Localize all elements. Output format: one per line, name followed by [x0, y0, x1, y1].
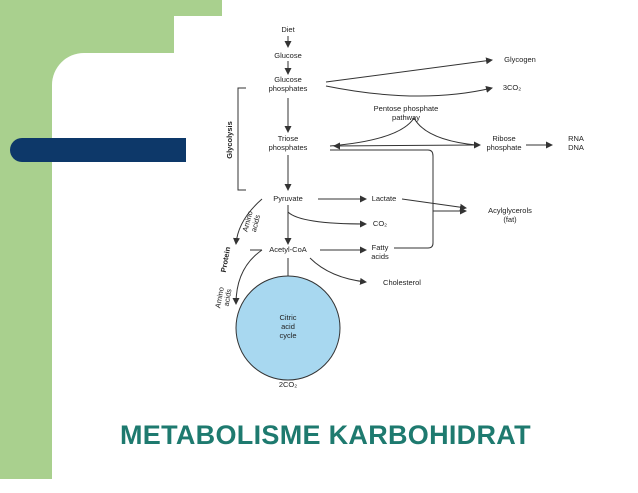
label-fatty-2: acids: [371, 252, 389, 261]
arrow-to-3co2: [325, 85, 493, 97]
glycolysis-bracket: [237, 87, 246, 191]
label-amino-acids-bottom-2: acids: [222, 288, 234, 307]
label-cycle: cycle: [279, 331, 296, 340]
label-acid: acid: [281, 322, 295, 331]
page-title: METABOLISME KARBOHIDRAT: [120, 420, 531, 450]
label-triose-2: phosphates: [269, 143, 308, 152]
label-2co2: 2CO₂: [279, 380, 297, 389]
label-citric: Citric: [279, 313, 296, 322]
label-acylglycerols-2: (fat): [503, 215, 517, 224]
white-panel-top: [174, 16, 638, 76]
label-pentose-1: Pentose phosphate: [374, 104, 439, 113]
label-glucose-phosphates-1: Glucose: [274, 75, 302, 84]
arrow-lactate-acylglycerols: [401, 198, 467, 211]
label-protein: Protein: [219, 246, 232, 273]
citric-acid-cycle-circle: [235, 275, 341, 381]
label-fatty-1: Fatty: [372, 243, 389, 252]
label-glucose: Glucose: [274, 51, 302, 60]
label-diet: Diet: [281, 25, 295, 34]
arrow-to-triose: [333, 142, 477, 150]
label-co2: CO₂: [373, 219, 387, 228]
arrow-to-co2: [287, 211, 367, 228]
pentose-pathway-curve: [329, 117, 477, 147]
label-rna: RNA: [568, 134, 584, 143]
label-acylglycerols-1: Acylglycerols: [488, 206, 532, 215]
label-dna: DNA: [568, 143, 584, 152]
label-cholesterol: Cholesterol: [383, 278, 421, 287]
label-amino-acids-bottom-1: Amino: [213, 286, 226, 309]
navy-accent-bar: [10, 138, 186, 162]
label-ribose-2: phosphate: [486, 143, 521, 152]
white-content-panel: [52, 53, 638, 493]
label-amino-acids-top-2: acids: [249, 213, 262, 232]
label-ribose-1: Ribose: [492, 134, 515, 143]
label-glucose-phosphates-2: phosphates: [269, 84, 308, 93]
label-pentose-2: pathway: [392, 113, 420, 122]
arrow-to-glycogen: [325, 57, 493, 83]
arrow-amino-cycle: [232, 249, 263, 305]
label-3co2: 3CO₂: [503, 83, 521, 92]
label-pyruvate: Pyruvate: [273, 194, 303, 203]
label-acetyl-coa: Acetyl-CoA: [269, 245, 307, 254]
label-triose-1: Triose: [278, 134, 299, 143]
acylglycerol-bracket: [330, 149, 434, 249]
label-glycogen: Glycogen: [504, 55, 536, 64]
label-lactate: Lactate: [372, 194, 397, 203]
arrow-amino-pyruvate: [233, 198, 263, 245]
arrow-to-cholesterol: [309, 257, 367, 285]
label-glycolysis: Glycolysis: [225, 121, 234, 159]
metabolism-diagram: Diet Glucose Glucose phosphates Glycogen…: [213, 25, 584, 389]
